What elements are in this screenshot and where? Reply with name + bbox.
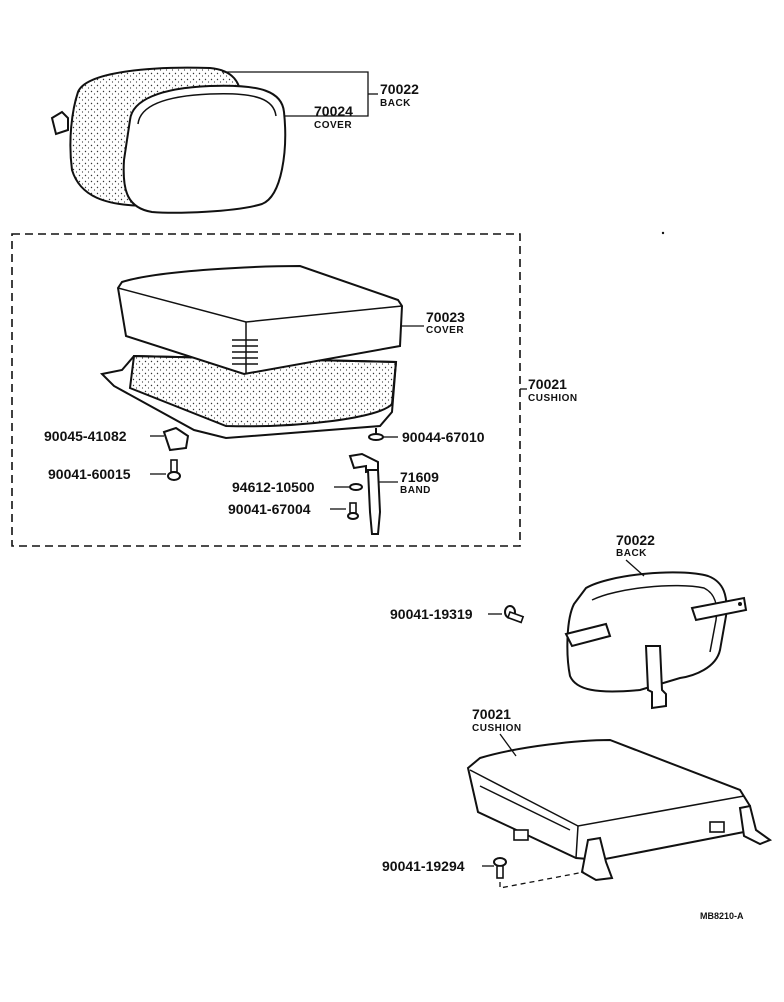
upper-back-cover — [122, 84, 287, 214]
band-part — [348, 452, 382, 535]
clip-part-no: 90044-67010 — [402, 429, 485, 445]
lower-cushion-leader — [499, 733, 517, 757]
lower-cushion-name: CUSHION — [472, 723, 522, 734]
print-speck — [661, 231, 665, 235]
bolt-back-part-no: 90041-19319 — [390, 606, 473, 622]
bolt-band — [347, 502, 359, 520]
cushion-cover — [116, 264, 404, 376]
cushion-pad — [99, 354, 398, 440]
cushion-assembly-part-no: 70021 — [528, 376, 567, 392]
cushion-cover-name: COVER — [426, 325, 464, 336]
lower-cushion-part-no: 70021 — [472, 706, 511, 722]
upper-back-name: BACK — [380, 98, 411, 109]
bracket-part-no: 90045-41082 — [44, 428, 127, 444]
lower-back-name: BACK — [616, 548, 647, 559]
cushion-assembly-name: CUSHION — [528, 393, 578, 404]
upper-back-part-no: 70022 — [380, 81, 419, 97]
band-name: BAND — [400, 485, 431, 496]
clip-part — [368, 428, 384, 441]
washer-part — [349, 483, 363, 491]
bolt-cushion — [493, 857, 507, 879]
lower-back-pad — [564, 571, 748, 710]
bolt-back — [504, 605, 525, 624]
lower-cushion-pad — [466, 738, 773, 882]
bolt-band-part-no: 90041-67004 — [228, 501, 311, 517]
bracket-part — [162, 426, 190, 452]
washer-part-no: 94612-10500 — [232, 479, 315, 495]
upper-back-cover-part-no: 70024 — [314, 103, 353, 119]
bolt-cushion-part-no: 90041-19294 — [382, 858, 465, 874]
band-part-no: 71609 — [400, 469, 439, 485]
upper-back-cover-name: COVER — [314, 120, 352, 131]
bolt-left — [167, 459, 181, 481]
lower-back-leader — [625, 559, 645, 577]
bolt-left-part-no: 90041-60015 — [48, 466, 131, 482]
bolt-cushion-dashed-line — [499, 871, 585, 889]
lower-back-part-no: 70022 — [616, 532, 655, 548]
figure-code: MB8210-A — [700, 911, 744, 921]
cushion-cover-part-no: 70023 — [426, 309, 465, 325]
cushion-assembly-boundary — [11, 233, 521, 547]
